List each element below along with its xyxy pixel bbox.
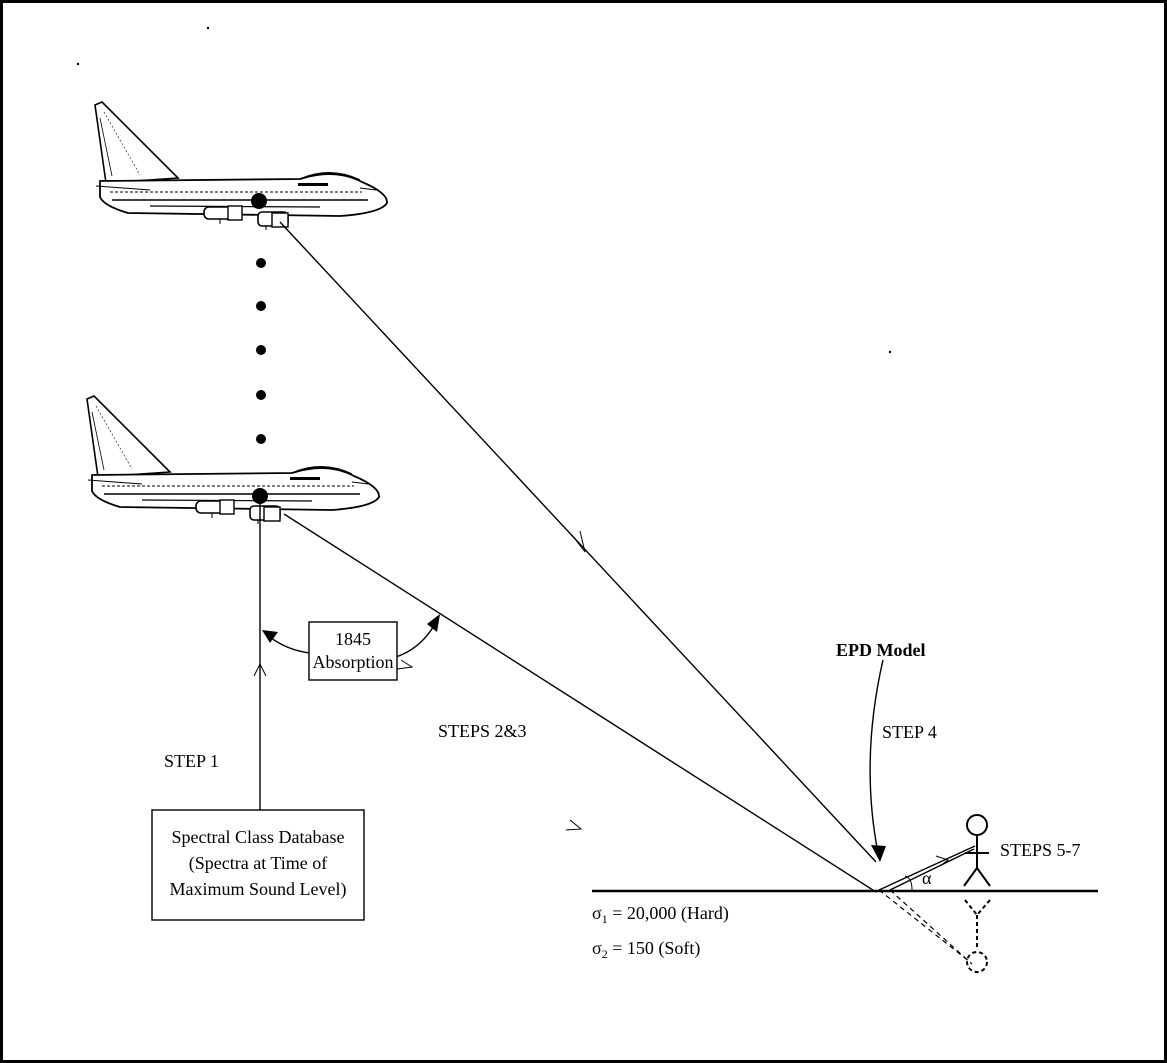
lower-propagation-ray xyxy=(284,514,876,892)
sigma2-label: σ2 = 150 (Soft) xyxy=(592,938,700,961)
steps23-label: STEPS 2&3 xyxy=(438,721,527,741)
absorption-label-line2: Absorption xyxy=(313,652,394,672)
absorption-arrow-right xyxy=(396,622,436,657)
aircraft-icon xyxy=(95,102,387,230)
ray-direction-arrow xyxy=(572,531,585,552)
image-source-figure-icon xyxy=(965,900,990,972)
step4-label: STEP 4 xyxy=(882,722,937,742)
alpha-label: α xyxy=(922,868,932,888)
ray-direction-arrow xyxy=(397,660,412,669)
database-label-line1: Spectral Class Database xyxy=(172,827,345,847)
database-label-line2: (Spectra at Time of xyxy=(189,853,327,874)
steps57-label: STEPS 5-7 xyxy=(1000,840,1081,860)
listener-figure-icon xyxy=(964,815,990,886)
ray-direction-arrow xyxy=(566,820,581,830)
source-point-lower xyxy=(252,488,268,504)
absorption-label-line1: 1845 xyxy=(335,629,371,649)
source-point-upper xyxy=(251,193,267,209)
image-ray xyxy=(890,890,972,964)
step1-label: STEP 1 xyxy=(164,751,219,771)
trajectory-dots xyxy=(256,258,266,444)
upper-propagation-ray xyxy=(280,222,876,862)
database-label-line3: Maximum Sound Level) xyxy=(170,879,347,900)
epd-model-arrow xyxy=(870,660,883,853)
epd-model-label: EPD Model xyxy=(836,640,926,660)
sigma1-label: σ1 = 20,000 (Hard) xyxy=(592,903,729,926)
image-ray xyxy=(879,890,970,962)
aircraft-icon xyxy=(87,396,379,524)
